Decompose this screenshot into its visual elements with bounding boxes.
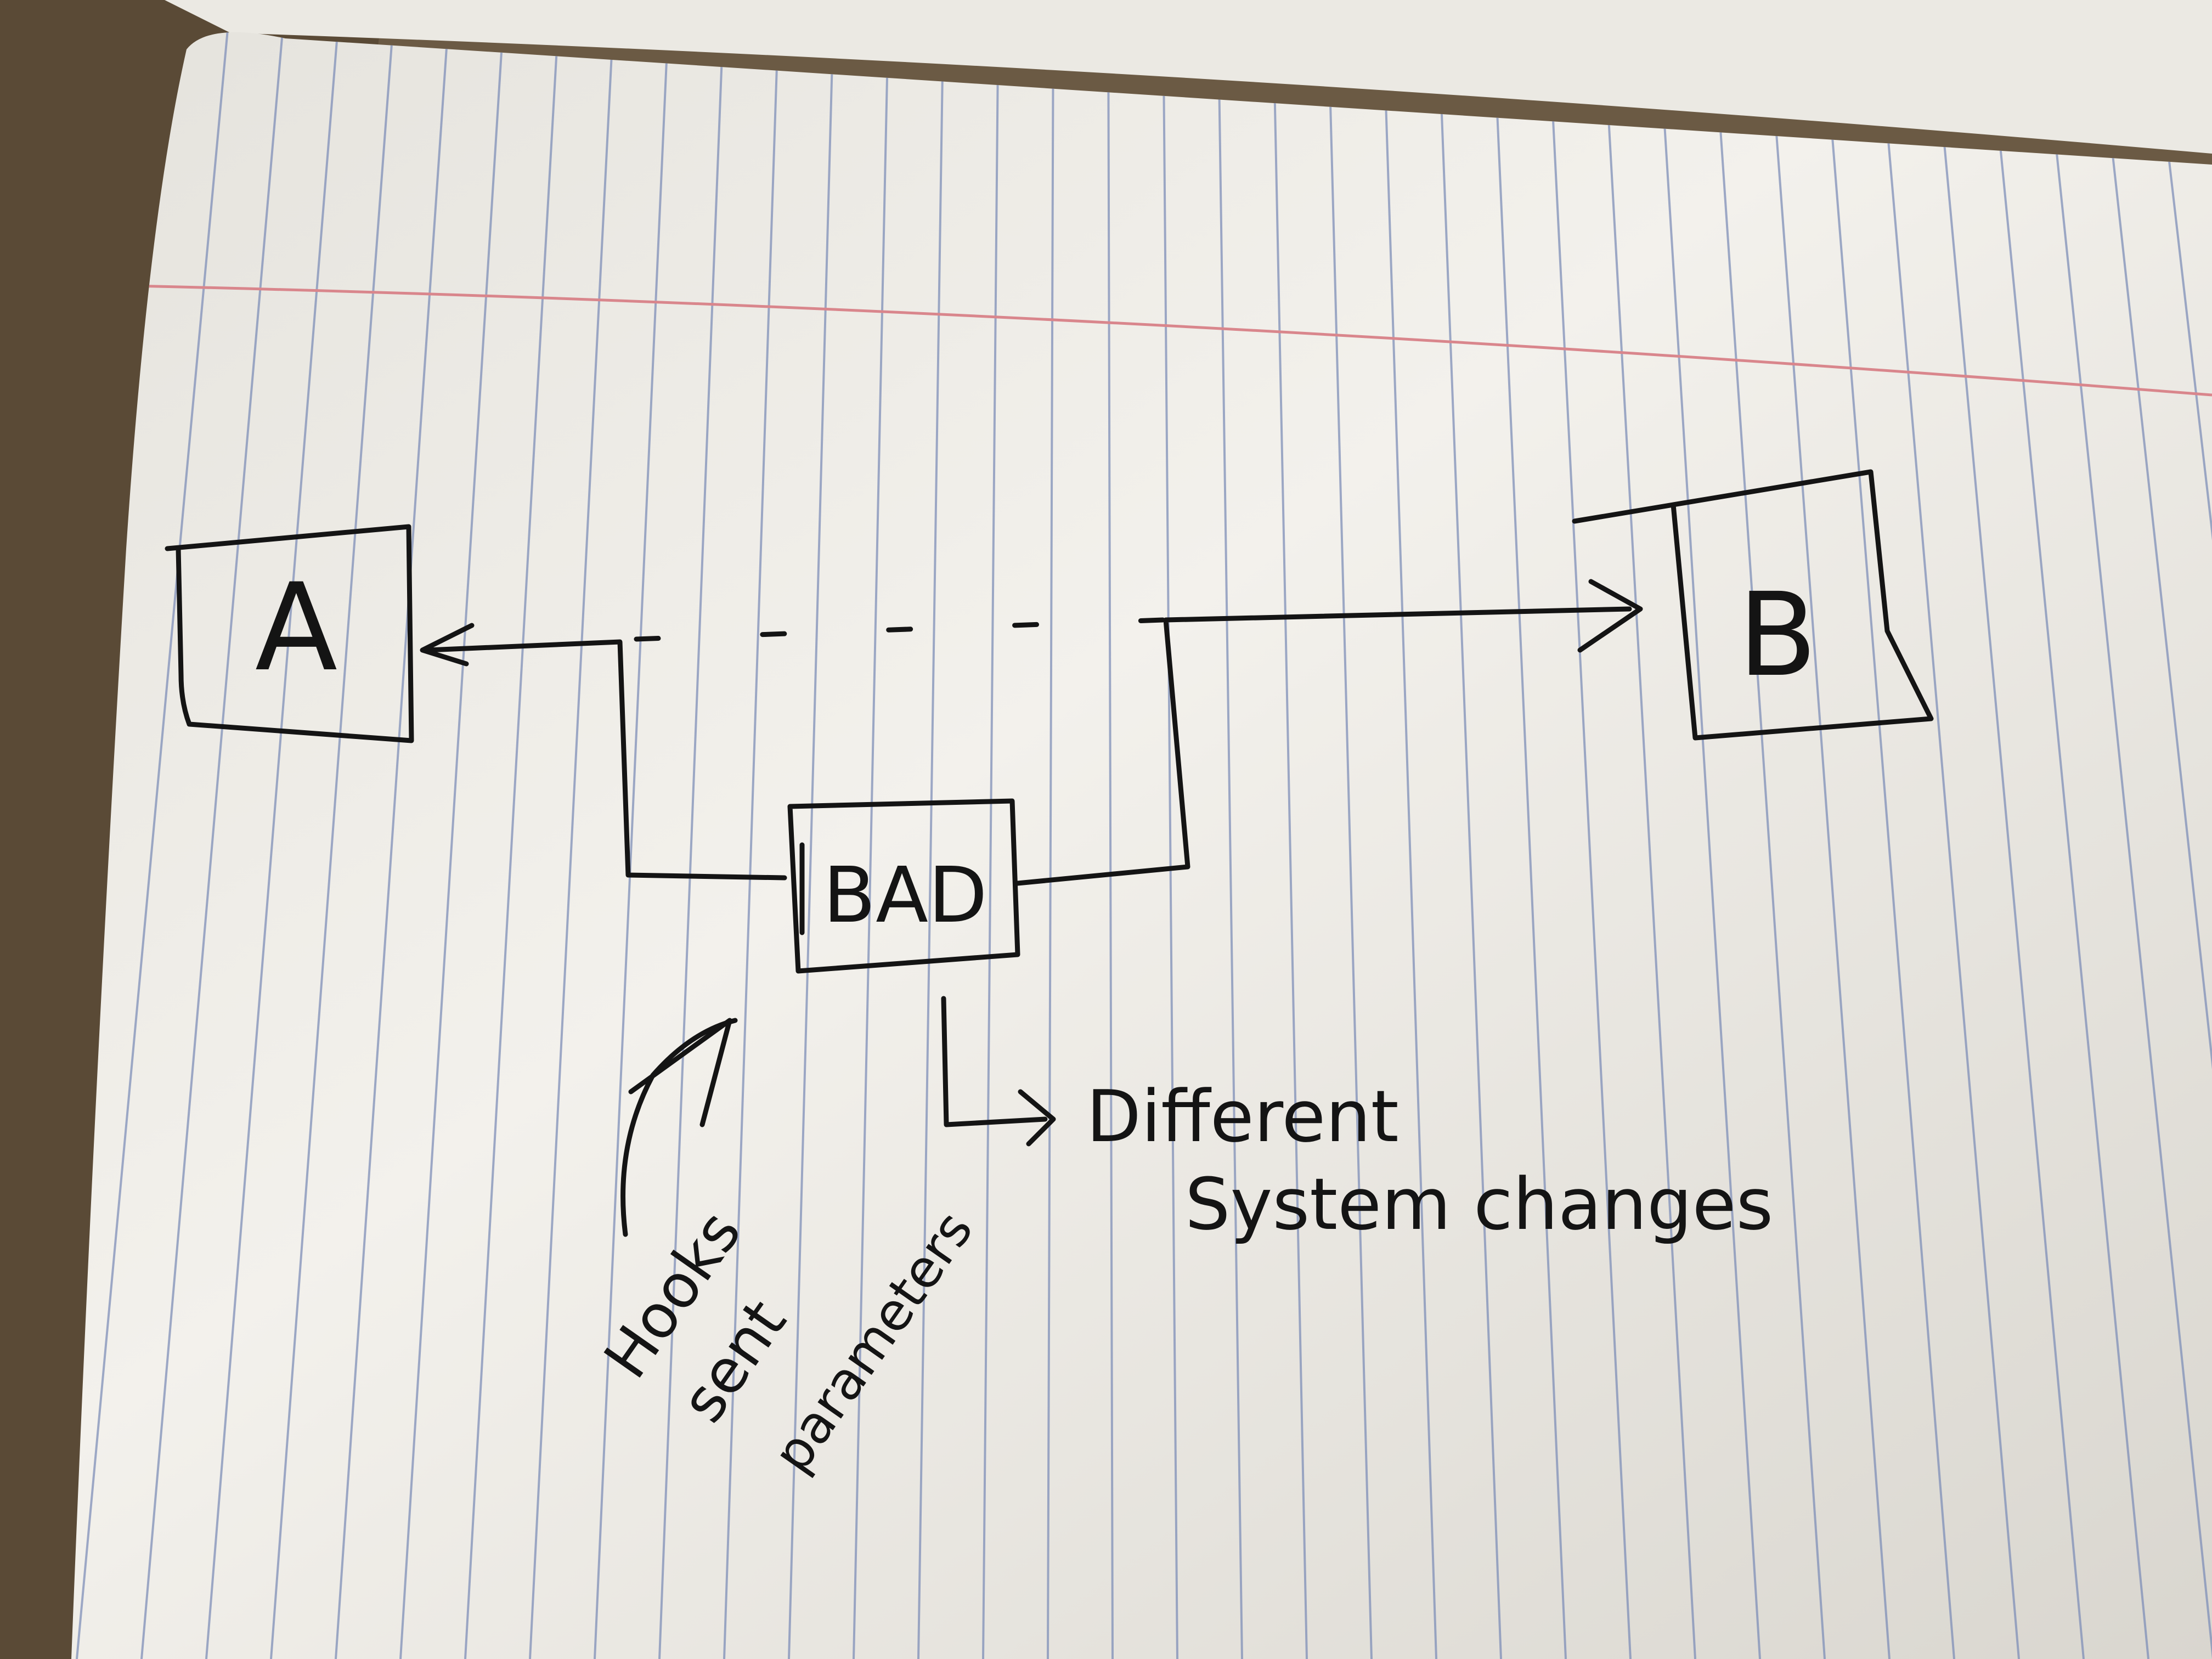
- rule-line: [1601, 32, 1696, 1659]
- rule-line: [1272, 32, 1308, 1659]
- node-bad-box: [787, 798, 1020, 974]
- node-b-label: B: [1738, 568, 1817, 702]
- node-a-label: A: [255, 557, 338, 698]
- rule-line: [1985, 32, 2149, 1659]
- node-b-box: [1572, 469, 1934, 741]
- arrowhead-different: [1018, 1089, 1056, 1147]
- rule-line: [205, 32, 341, 1659]
- rule-line: [1436, 32, 1502, 1659]
- rule-line: [788, 32, 835, 1659]
- rule-line: [270, 32, 396, 1659]
- rule-line: [1711, 32, 1826, 1659]
- rule-lines: [76, 32, 2212, 1659]
- rule-line: [917, 32, 945, 1659]
- upper-page: [165, 0, 2212, 154]
- rule-line: [1656, 32, 1761, 1659]
- rule-line: [1047, 32, 1054, 1659]
- rule-line: [1327, 32, 1373, 1659]
- rule-line: [2149, 32, 2212, 1659]
- rule-line: [1217, 32, 1243, 1659]
- rule-line: [1107, 32, 1114, 1659]
- hooks-arrow: [620, 1018, 738, 1237]
- rule-line: [1765, 32, 1891, 1659]
- node-a-box: [165, 524, 414, 743]
- annotation-system-changes: System changes: [1185, 1163, 1773, 1246]
- edge-bad-to-different: [941, 996, 1048, 1127]
- rule-line: [140, 32, 286, 1659]
- edge-bad-to-b: [1015, 606, 1632, 886]
- rule-line: [2095, 32, 2212, 1659]
- rule-line: [1820, 32, 1955, 1659]
- rule-line: [723, 32, 780, 1659]
- arrowhead-b: [1577, 579, 1643, 653]
- rule-line: [529, 32, 616, 1659]
- node-bad-label: BAD: [823, 851, 988, 940]
- annotation-different: Different: [1086, 1075, 1399, 1158]
- margin-line: [109, 284, 2212, 397]
- rule-line: [1875, 32, 2020, 1659]
- rule-line: [1546, 32, 1632, 1659]
- arrowhead-a: [420, 623, 475, 667]
- rule-line: [982, 32, 1000, 1659]
- rule-line: [399, 32, 506, 1659]
- rule-line: [853, 32, 890, 1659]
- rule-line: [335, 32, 451, 1659]
- rule-line: [1491, 32, 1567, 1659]
- diagram: [165, 469, 1934, 1237]
- rule-line: [2040, 32, 2212, 1659]
- edge-a-to-b-dashed: [634, 617, 1166, 642]
- rule-line: [658, 32, 725, 1659]
- rule-line: [1381, 32, 1437, 1659]
- rule-line: [1930, 32, 2085, 1659]
- rule-line: [76, 32, 232, 1659]
- hooks-arrowhead: [628, 1018, 732, 1127]
- rule-line: [594, 32, 670, 1659]
- edge-bad-to-a: [425, 639, 787, 881]
- rule-line: [1162, 32, 1178, 1659]
- rule-line: [464, 32, 561, 1659]
